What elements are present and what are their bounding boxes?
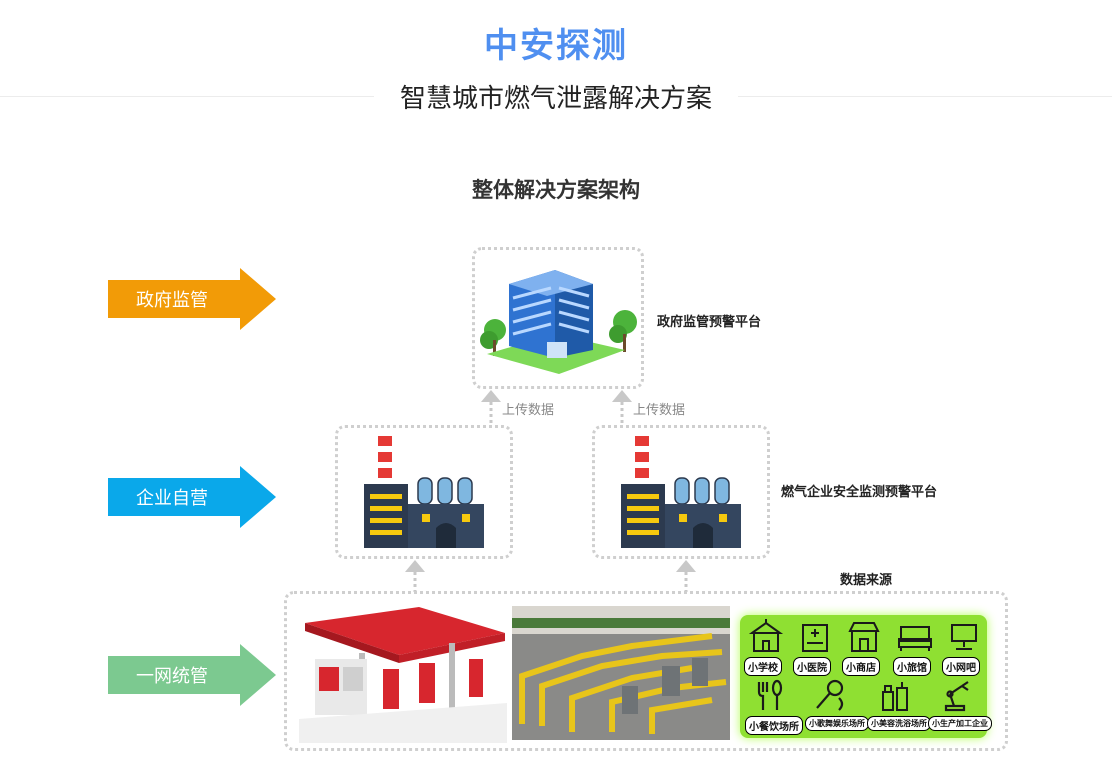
hospital-icon [802,624,828,652]
venue-label: 小餐饮场所 [745,716,803,735]
tier-label-enterprise: 企业自营 [136,488,208,509]
tier-label-unified: 一网统管 [136,666,208,687]
enterprise-box-right [592,425,770,559]
microphone-icon [816,679,844,711]
source-arrow-right [676,560,696,592]
office-building-icon [480,270,637,374]
school-icon [748,619,784,652]
tier-label-gov: 政府监管 [136,290,208,311]
gov-platform-box [472,247,644,389]
venue-label: 小旅馆 [893,657,931,676]
subtitle-wrap: 智慧城市燃气泄露解决方案 [0,78,1112,115]
data-source-label: 数据来源 [840,573,893,588]
computer-icon [951,624,977,650]
venue-label: 小商店 [842,657,880,676]
tier-arrow-unified: 一网统管 [108,644,276,706]
page-subtitle: 智慧城市燃气泄露解决方案 [373,78,738,115]
upload-label-left: 上传数据 [502,403,555,418]
enterprise-platform-label: 燃气企业安全监测预警平台 [781,485,938,500]
tier-arrow-enterprise: 企业自营 [108,466,276,528]
data-source-box [284,591,1008,751]
venue-beauty: 小美容洗浴场所 [867,678,931,736]
upload-arrow-right [612,390,632,424]
section-title: 整体解决方案架构 [472,178,640,202]
gas-pipeline-icon [512,606,730,740]
tier-arrow-gov: 政府监管 [108,268,276,330]
factory-icon [364,436,484,548]
upload-arrow-left [481,390,501,424]
robot-arm-icon [944,681,969,712]
venue-dining: 小餐饮场所 [745,678,803,736]
venue-netcafe: 小网吧 [942,619,986,677]
tier-arrow-enterprise-shape [108,466,276,528]
beauty-bottle-icon [882,682,908,711]
shop-icon [848,622,880,652]
factory-icon [621,436,741,548]
venue-school: 小学校 [744,619,788,677]
brand-title: 中安探测 [484,26,628,66]
venue-factory: 小生产加工企业 [928,678,992,736]
gov-platform-label: 政府监管预警平台 [657,315,762,330]
tier-arrow-unified-shape [108,644,276,706]
venue-hospital: 小医院 [793,619,837,677]
venue-label: 小生产加工企业 [928,716,992,731]
upload-label-right: 上传数据 [633,403,686,418]
venue-shop: 小商店 [842,619,886,677]
fork-spoon-icon [757,679,783,710]
venue-label: 小网吧 [942,657,980,676]
gas-station-icon [299,603,507,743]
venue-label: 小医院 [793,657,831,676]
venue-ktv: 小歌舞娱乐场所 [805,678,869,736]
venue-label: 小美容洗浴场所 [867,716,931,731]
venue-label: 小歌舞娱乐场所 [805,716,869,731]
bed-icon [898,626,932,651]
tier-arrow-gov-shape [108,268,276,330]
venue-label: 小学校 [744,657,782,676]
venue-hotel: 小旅馆 [893,619,937,677]
source-arrow-left [405,560,425,592]
enterprise-box-left [335,425,513,559]
